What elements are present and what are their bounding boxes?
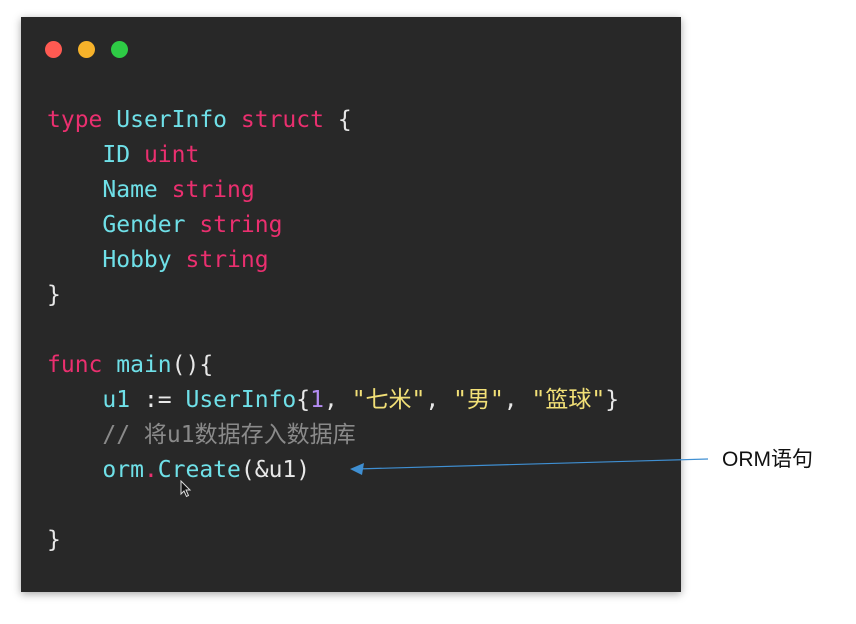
code-token-plain: (&u1) (240, 457, 311, 483)
code-line: func main(){ (47, 348, 619, 383)
code-token-plain (47, 387, 102, 413)
window-controls (45, 41, 144, 58)
code-token-plain (102, 352, 116, 378)
code-token-plain (47, 422, 102, 448)
code-token-kw: . (143, 457, 158, 483)
maximize-button[interactable] (111, 41, 128, 58)
code-token-plain: } (47, 527, 61, 553)
code-token-plain (47, 177, 102, 203)
code-token-plain: , (425, 387, 454, 413)
close-button[interactable] (45, 41, 62, 58)
code-token-plain (158, 177, 172, 203)
code-token-plain: , (503, 387, 532, 413)
code-line: } (47, 278, 619, 313)
code-token-id: Name (102, 177, 158, 203)
code-token-plain (47, 212, 102, 238)
code-token-plain (47, 247, 102, 273)
code-token-type: uint (143, 142, 200, 168)
code-token-plain: } (47, 282, 61, 308)
mouse-cursor-icon (180, 480, 192, 498)
code-token-id: orm (102, 457, 144, 483)
code-line: orm.Create(&u1) (47, 453, 619, 488)
code-token-plain (227, 107, 241, 133)
annotation-label: ORM语句 (722, 448, 813, 471)
code-token-fn: main (116, 352, 172, 378)
code-token-plain: , (323, 387, 352, 413)
code-token-plain: { (323, 107, 352, 133)
code-token-num: 1 (310, 387, 324, 413)
code-token-id: UserInfo (116, 107, 228, 133)
code-token-plain: := (130, 387, 186, 413)
code-token-plain (130, 142, 144, 168)
code-token-cmt: // 将u1数据存入数据库 (102, 422, 356, 448)
code-token-plain: { (296, 387, 311, 413)
code-token-id: Hobby (102, 247, 172, 273)
code-token-plain (47, 457, 102, 483)
code-token-kw: type (47, 107, 103, 133)
code-token-plain (102, 107, 116, 133)
code-token-id: Gender (102, 212, 186, 238)
code-token-fn: Create (157, 457, 241, 483)
code-line: u1 := UserInfo{1, "七米", "男", "篮球"} (47, 383, 619, 418)
code-token-plain (185, 212, 199, 238)
code-token-str: "七米" (351, 387, 426, 413)
code-line (47, 313, 619, 348)
code-token-str: "男" (453, 387, 504, 413)
code-token-plain: } (605, 387, 620, 413)
code-line (47, 488, 619, 523)
code-token-type: string (199, 212, 283, 238)
code-token-plain (47, 142, 102, 168)
code-line: ID uint (47, 138, 619, 173)
code-token-plain: (){ (171, 352, 214, 378)
code-line: type UserInfo struct { (47, 103, 619, 138)
code-token-str: "篮球" (531, 387, 606, 413)
code-line: Hobby string (47, 243, 619, 278)
code-block: type UserInfo struct { ID uint Name stri… (47, 103, 619, 558)
code-token-kw: struct (240, 107, 324, 133)
code-token-type: string (185, 247, 269, 273)
code-token-id: ID (102, 142, 131, 168)
minimize-button[interactable] (78, 41, 95, 58)
code-window: type UserInfo struct { ID uint Name stri… (21, 17, 681, 592)
code-token-kw: func (47, 352, 103, 378)
code-line: Name string (47, 173, 619, 208)
code-token-plain (172, 247, 186, 273)
code-line: // 将u1数据存入数据库 (47, 418, 619, 453)
code-line: } (47, 523, 619, 558)
code-token-type: string (171, 177, 255, 203)
code-token-id: UserInfo (185, 387, 297, 413)
code-token-id: u1 (102, 387, 131, 413)
code-line: Gender string (47, 208, 619, 243)
